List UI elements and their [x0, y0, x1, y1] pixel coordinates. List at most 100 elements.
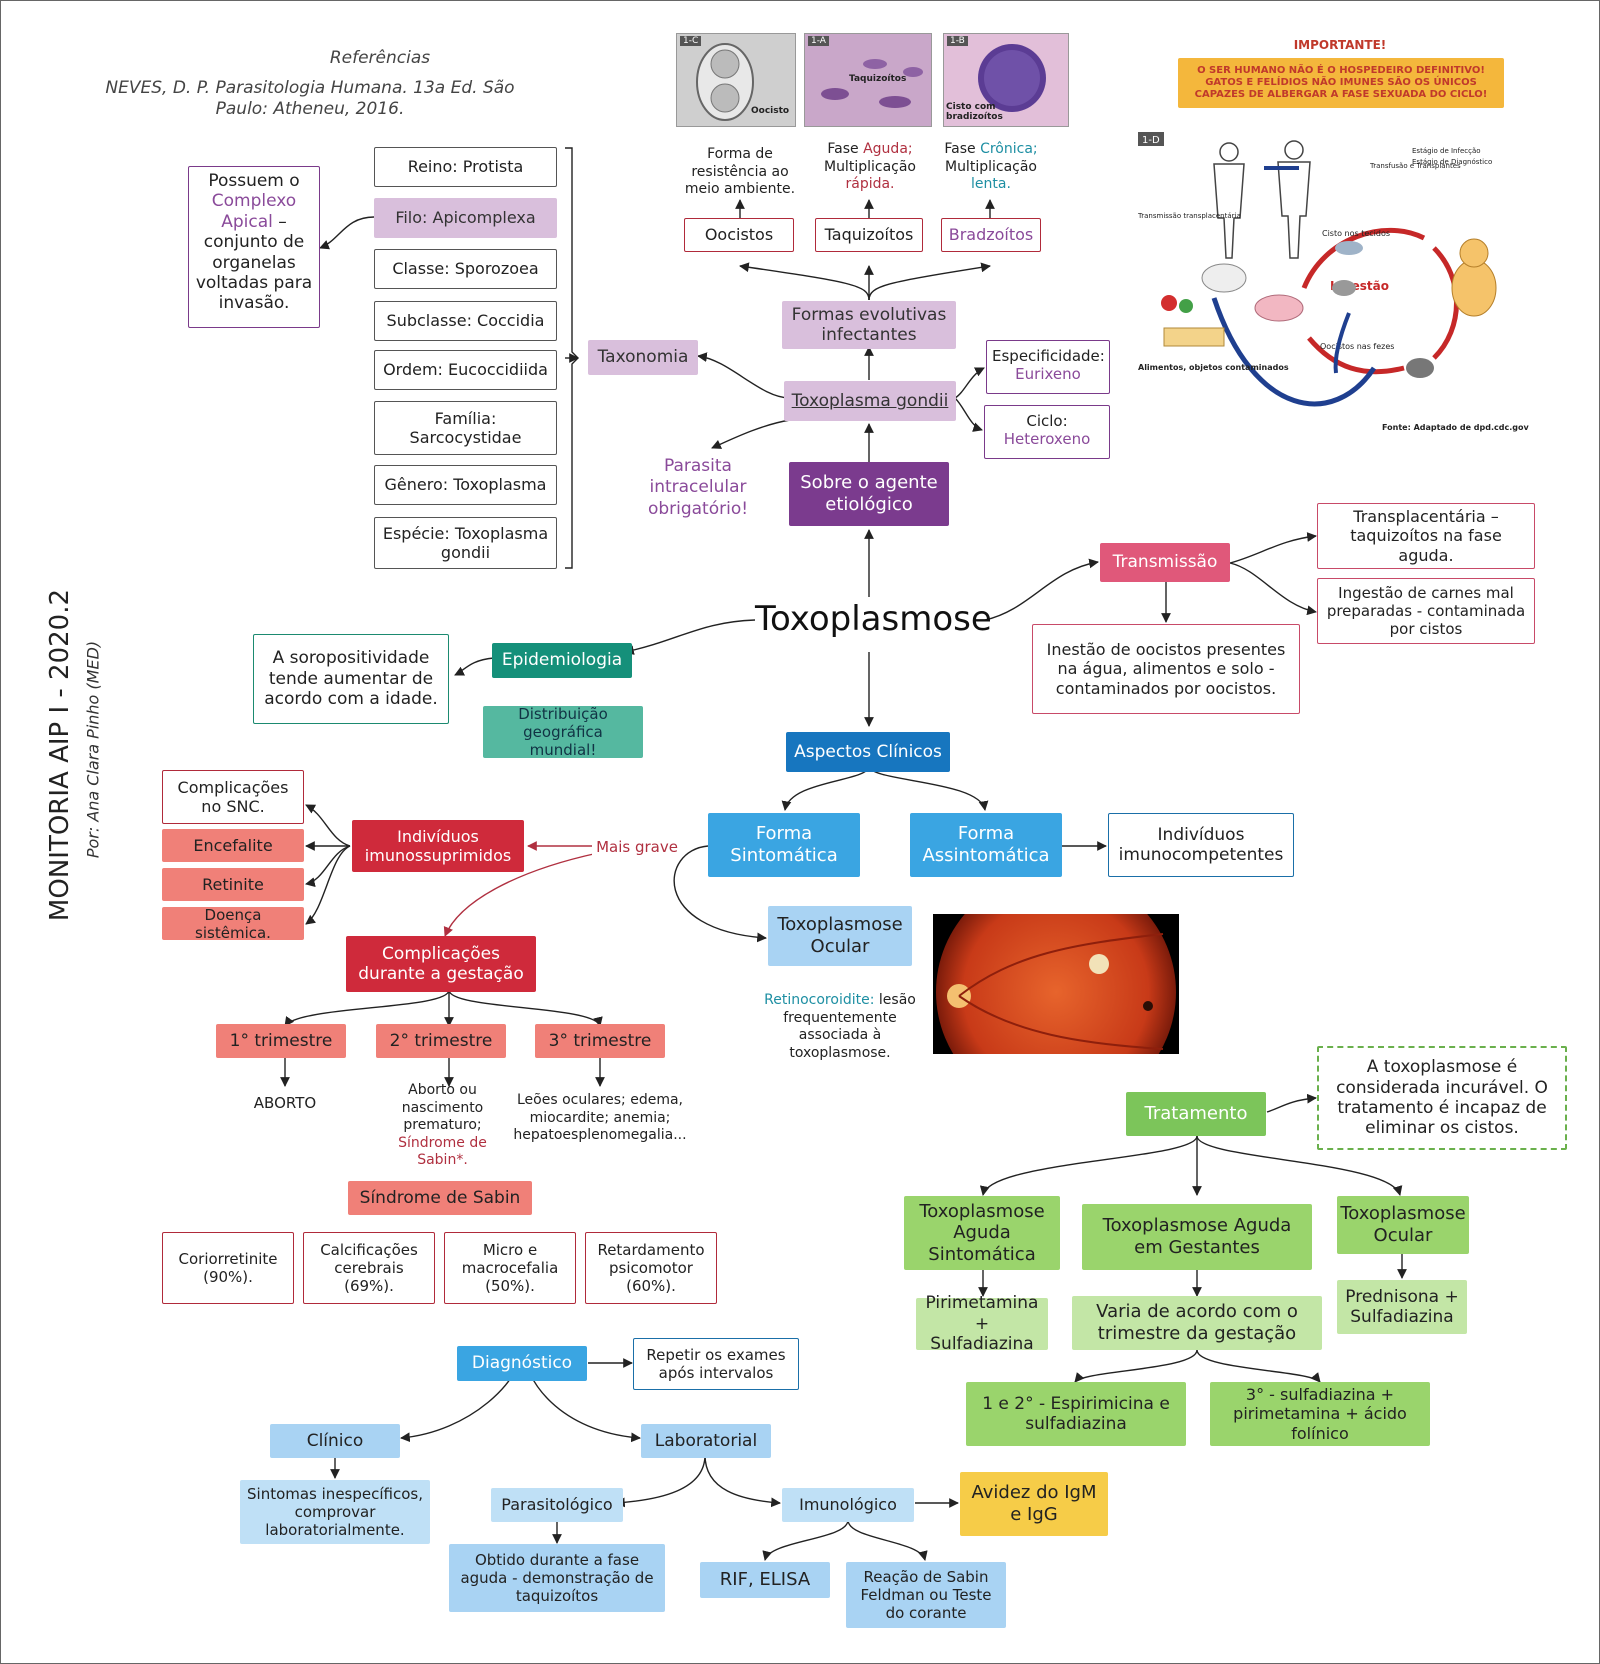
oocistos-desc: Forma de resistência ao meio ambiente. — [684, 146, 796, 197]
sabin-item: Micro e macrocefalia (50%). — [444, 1232, 576, 1304]
legend-diagnosis: Estágio de Diagnóstico — [1412, 158, 1492, 166]
treatment-note: A toxoplasmose é considerada incurável. … — [1317, 1046, 1567, 1150]
taxonomy-item: Reino: Protista — [374, 147, 557, 187]
center-title: Toxoplasmose — [755, 599, 992, 639]
trimester-3-node: 3° trimestre — [535, 1024, 665, 1058]
immunocompetent-node: Indivíduos imunocompetentes — [1108, 813, 1294, 877]
transmission-node: Transmissão — [1100, 543, 1230, 582]
parasite-note: Parasita intracelular obrigatório! — [647, 456, 749, 519]
tachyzoite-illustration — [821, 59, 923, 108]
apical-complex-note: Possuem o Complexo Apical – conjunto de … — [188, 166, 320, 328]
clinical-diag-desc: Sintomas inespecíficos, comprovar labora… — [240, 1480, 430, 1544]
bradyzoite-cyst-micrograph: 1-B Cisto com bradizoítos — [943, 33, 1069, 127]
parasitological-desc: Obtido durante a fase aguda - demonstraç… — [449, 1544, 665, 1612]
complication-item: Doença sistêmica. — [162, 906, 304, 942]
tri12-tx: 1 e 2° - Espirimicina e sulfadiazina — [966, 1382, 1186, 1446]
taxonomy-item: Ordem: Eucoccidiida — [374, 350, 557, 390]
acute-symptomatic-tx: Pirimetamina + Sulfadiazina — [916, 1293, 1048, 1354]
complication-item: Complicações no SNC. — [162, 770, 304, 824]
thumb-tag: 1-A — [808, 36, 829, 46]
laboratory-node: Laboratorial — [641, 1424, 771, 1458]
food-label: Alimentos, objetos contaminados — [1138, 363, 1289, 372]
asymptomatic-node: Forma Assintomática — [910, 813, 1062, 877]
form-bradzoitos: Bradzoítos — [941, 218, 1041, 252]
trimester-3-desc: Leões oculares; edema, miocardite; anemi… — [513, 1092, 687, 1143]
agent-root-node: Sobre o agente etiológico — [789, 462, 949, 526]
oocyst-micrograph: 1-C Oocisto — [676, 33, 796, 127]
sabin-item: Retardamento psicomotor (60%). — [585, 1232, 717, 1304]
treatment-node: Tratamento — [1126, 1092, 1266, 1136]
taxonomy-item: Subclasse: Coccidia — [374, 301, 557, 341]
epidemiology-item: Distribuição geográfica mundial! — [483, 705, 643, 759]
references-title: Referências — [329, 48, 431, 68]
acute-pregnant-tx: Varia de acordo com o trimestre da gesta… — [1072, 1296, 1322, 1350]
important-box: O SER HUMANO NÃO É O HOSPEDEIRO DEFINITI… — [1178, 58, 1504, 108]
epidemiology-node: Epidemiologia — [492, 643, 632, 678]
side-title: MONITORIA AIP I - 2020.2 — [45, 588, 75, 922]
legend-infection: Estágio de Infecção — [1412, 147, 1481, 155]
tachyzoite-micrograph: 1-A Taquizoítos — [804, 33, 932, 127]
cyst-tissue-label: Cisto nos tecidos — [1322, 229, 1390, 238]
retino-note: Retinocoroidite: lesão frequentemente as… — [764, 992, 916, 1061]
sabin-feldman-node: Reação de Sabin Feldman ou Teste do cora… — [846, 1562, 1006, 1628]
complication-item: Encefalite — [162, 829, 304, 862]
trimester-2-desc: Aborto ou nascimento prematuro; Síndrome… — [398, 1082, 487, 1168]
source-label: Fonte: Adaptado de dpd.cdc.gov — [1382, 423, 1529, 432]
cycle-node: Ciclo:Heteroxeno — [984, 405, 1110, 459]
avidity-node: Avidez do IgM e IgG — [960, 1472, 1108, 1536]
specificity-node: Especificidade:Eurixeno — [986, 340, 1110, 394]
parasitological-node: Parasitológico — [491, 1488, 623, 1522]
transfusion-label: Transfusão e Transplantes — [1369, 162, 1461, 170]
toxoplasma-gondii-node: Toxoplasma gondii — [784, 381, 956, 421]
acute-pregnant-node: Toxoplasmose Aguda em Gestantes — [1082, 1204, 1312, 1270]
thumb-caption: Cisto com bradizoítos — [946, 102, 1003, 122]
taxonomy-node: Taxonomia — [588, 340, 698, 375]
trimester-2-node: 2° trimestre — [376, 1024, 506, 1058]
transmission-item: Inestão de oocistos presentes na água, a… — [1032, 624, 1300, 714]
bradyzoite-cyst-illustration — [978, 44, 1046, 112]
thumb-caption: Oocisto — [751, 106, 790, 116]
more-severe-label: Mais grave — [592, 838, 682, 857]
ocular-treatment-node: Toxoplasmose Ocular — [1337, 1196, 1469, 1254]
sabin-item: Coriorretinite (90%). — [162, 1232, 294, 1304]
immunosuppressed-node: Indivíduos imunossuprimidos — [352, 820, 524, 872]
side-author: Por: Ana Clara Pinho (MED) — [83, 640, 103, 859]
symptomatic-node: Forma Sintomática — [708, 813, 860, 877]
life-cycle-illustration: 1-D Ingestão Cisto nos tecidos Oocistos … — [1137, 132, 1529, 432]
transplacental-label: Transmissão transplacentária — [1137, 212, 1241, 220]
immunological-node: Imunológico — [782, 1488, 914, 1522]
transmission-item: Transplacentária – taquizoítos na fase a… — [1317, 503, 1535, 569]
taxonomy-item: Espécie: Toxoplasma gondii — [374, 517, 557, 569]
repeat-exams-node: Repetir os exames após intervalos — [633, 1338, 799, 1390]
trimester-1-desc: ABORTO — [253, 1094, 317, 1112]
transmission-item: Ingestão de carnes mal preparadas - cont… — [1317, 578, 1535, 644]
clinical-diag-node: Clínico — [270, 1424, 400, 1458]
taxonomy-item: Filo: Apicomplexa — [374, 198, 557, 238]
epidemiology-item: A soropositividade tende aumentar de aco… — [253, 634, 449, 724]
pregnancy-complications-node: Complicações durante a gestação — [346, 936, 536, 992]
clinical-node: Aspectos Clínicos — [786, 732, 950, 772]
sabin-syndrome-node: Síndrome de Sabin — [348, 1181, 532, 1215]
thumb-tag: 1-C — [680, 36, 702, 46]
important-title: IMPORTANTE! — [1293, 38, 1387, 52]
diagnosis-node: Diagnóstico — [457, 1346, 587, 1381]
rif-elisa-node: RIF, ELISA — [700, 1562, 830, 1598]
trimester-1-node: 1° trimestre — [216, 1024, 346, 1058]
life-cycle-diagram: 1-D Ingestão Cisto nos tecidos Oocistos … — [1134, 128, 1534, 438]
tri3-tx: 3° - sulfadiazina + pirimetamina + ácido… — [1210, 1382, 1430, 1446]
oocyst-illustration — [696, 43, 754, 121]
form-taquizoitos: Taquizoítos — [815, 218, 923, 252]
retina-illustration — [936, 914, 1176, 1054]
sabin-item: Calcificações cerebrais (69%). — [303, 1232, 435, 1304]
taxonomy-item: Família: Sarcocystidae — [374, 401, 557, 455]
oocyst-feces-label: Oocistos nas fezes — [1320, 342, 1394, 351]
apical-complex-term: Complexo Apical — [211, 191, 297, 232]
form-oocistos: Oocistos — [684, 218, 794, 252]
panel-tag: 1-D — [1142, 135, 1160, 146]
thumb-tag: 1-B — [947, 36, 968, 46]
ocular-treatment-tx: Prednisona + Sulfadiazina — [1337, 1280, 1467, 1334]
retina-photo — [933, 914, 1179, 1054]
infective-forms-node: Formas evolutivas infectantes — [782, 301, 956, 349]
